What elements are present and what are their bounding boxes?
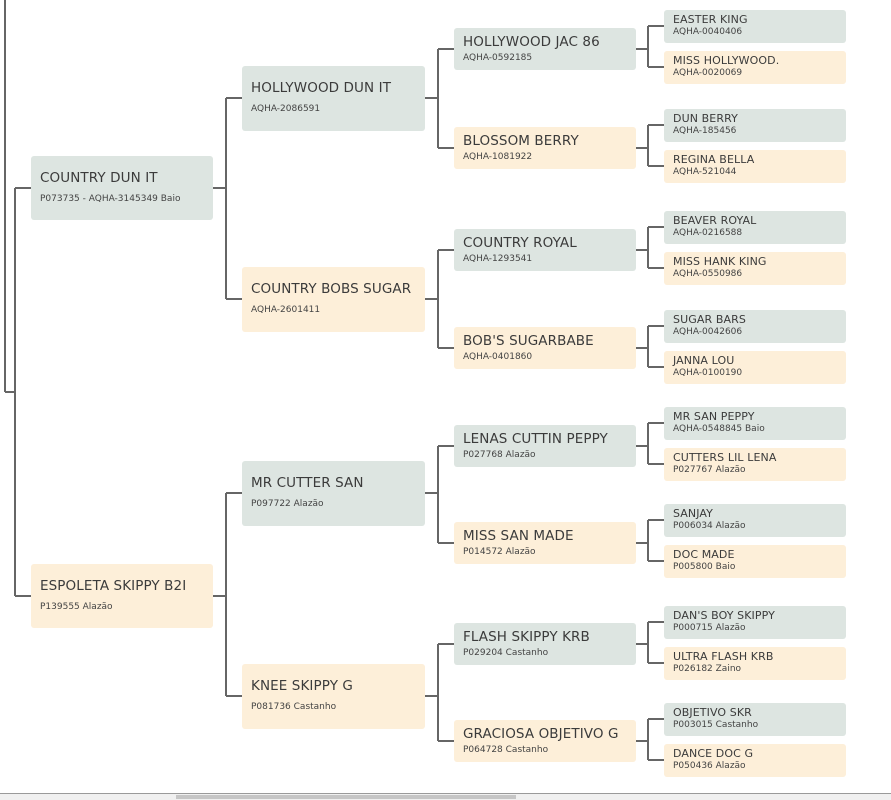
horse-registration: P003015 Castanho xyxy=(673,719,759,730)
horse-name: DANCE DOC G xyxy=(673,746,754,760)
horse-name: SANJAY xyxy=(673,506,713,520)
horse-registration: AQHA-0216588 xyxy=(673,227,743,238)
horse-card-sire-sire-sire-dam[interactable]: MISS HOLLYWOOD.AQHA-0020069 xyxy=(664,50,846,84)
scrollbar-thumb[interactable] xyxy=(176,795,516,799)
horse-registration: AQHA-0592185 xyxy=(463,53,533,63)
horse-name: JANNA LOU xyxy=(673,353,735,367)
horse-name: BOB'S SUGARBABE xyxy=(463,333,594,349)
horse-registration: P000715 Alazão xyxy=(673,622,746,633)
horse-registration: AQHA-0042606 xyxy=(673,326,743,337)
horse-name: REGINA BELLA xyxy=(673,152,755,166)
horse-registration: P006034 Alazão xyxy=(673,520,746,531)
horse-registration: P050436 Alazão xyxy=(673,760,746,771)
horse-registration: P073735 - AQHA-3145349 Baio xyxy=(40,194,181,204)
horse-card-dam-dam-dam[interactable]: GRACIOSA OBJETIVO G P064728 Castanho xyxy=(454,720,636,762)
horse-card-dam-sire-sire[interactable]: LENAS CUTTIN PEPPY P027768 Alazão xyxy=(454,425,636,467)
horse-registration: AQHA-0550986 xyxy=(673,268,743,279)
horse-registration: P014572 Alazão xyxy=(463,547,536,557)
horse-name: LENAS CUTTIN PEPPY xyxy=(463,431,608,447)
horse-name: CUTTERS LIL LENA xyxy=(673,450,777,464)
horse-registration: P029204 Castanho xyxy=(463,648,549,658)
horse-card-sire-sire-dam[interactable]: BLOSSOM BERRY AQHA-1081922 xyxy=(454,127,636,169)
horse-registration: AQHA-521044 xyxy=(673,166,737,177)
horse-card-dam-dam-sire[interactable]: FLASH SKIPPY KRB P029204 Castanho xyxy=(454,623,636,665)
horse-registration: AQHA-2086591 xyxy=(251,103,321,114)
horse-name: HOLLYWOOD DUN IT xyxy=(251,79,392,96)
horse-card-sire-dam-dam[interactable]: BOB'S SUGARBABE AQHA-0401860 xyxy=(454,327,636,369)
horse-registration: AQHA-185456 xyxy=(673,125,737,136)
horse-name: KNEE SKIPPY G xyxy=(251,677,353,694)
horse-registration: P064728 Castanho xyxy=(463,745,549,755)
horse-registration: P081736 Castanho xyxy=(251,701,337,712)
horse-registration: P027767 Alazão xyxy=(673,464,746,475)
horse-card-sire[interactable]: COUNTRY DUN IT P073735 - AQHA-3145349 Bai… xyxy=(31,156,213,220)
horse-registration: AQHA-0020069 xyxy=(673,67,743,78)
horizontal-scrollbar[interactable] xyxy=(0,793,891,800)
horse-registration: AQHA-0100190 xyxy=(673,367,743,378)
horse-name: EASTER KING xyxy=(673,12,748,26)
horse-name: FLASH SKIPPY KRB xyxy=(463,629,590,645)
horse-registration: P005800 Baio xyxy=(673,561,736,572)
horse-name: BLOSSOM BERRY xyxy=(463,133,579,149)
horse-name: COUNTRY BOBS SUGAR xyxy=(251,280,412,297)
horse-card-dam-dam[interactable]: KNEE SKIPPY G P081736 Castanho xyxy=(242,663,425,729)
horse-name: ESPOLETA SKIPPY B2I xyxy=(40,578,187,594)
horse-registration: AQHA-2601411 xyxy=(251,304,321,315)
horse-name: DAN'S BOY SKIPPY xyxy=(673,608,775,622)
horse-registration: AQHA-0040406 xyxy=(673,26,743,37)
horse-registration: AQHA-1293541 xyxy=(463,254,533,264)
horse-name: OBJETIVO SKR xyxy=(673,705,752,719)
horse-registration: AQHA-0548845 Baio xyxy=(673,423,765,434)
horse-registration: AQHA-0401860 xyxy=(463,352,533,362)
horse-registration: P097722 Alazão xyxy=(251,498,324,509)
horse-card-sire-dam[interactable]: COUNTRY BOBS SUGAR AQHA-2601411 xyxy=(242,266,425,332)
horse-name: HOLLYWOOD JAC 86 xyxy=(463,34,600,50)
horse-name: ULTRA FLASH KRB xyxy=(673,649,774,663)
horse-card-sire-sire-sire[interactable]: HOLLYWOOD JAC 86 AQHA-0592185 xyxy=(454,28,636,70)
horse-registration: P139555 Alazão xyxy=(40,602,113,612)
horse-card-sire-sire[interactable]: HOLLYWOOD DUN IT AQHA-2086591 xyxy=(242,65,425,131)
horse-name: MISS SAN MADE xyxy=(463,528,574,544)
horse-registration: AQHA-1081922 xyxy=(463,152,533,162)
horse-registration: P027768 Alazão xyxy=(463,450,536,460)
horse-card-sire-dam-sire[interactable]: COUNTRY ROYAL AQHA-1293541 xyxy=(454,229,636,271)
horse-card-dam[interactable]: ESPOLETA SKIPPY B2I P139555 Alazão xyxy=(31,564,213,628)
horse-name: SUGAR BARS xyxy=(673,312,746,326)
horse-name: MISS HOLLYWOOD. xyxy=(673,53,780,67)
horse-name: COUNTRY ROYAL xyxy=(463,235,577,251)
horse-card-dam-sire[interactable]: MR CUTTER SAN P097722 Alazão xyxy=(242,460,425,526)
horse-name: MR CUTTER SAN xyxy=(251,474,364,491)
horse-registration: P026182 Zaino xyxy=(673,663,742,674)
horse-name: MISS HANK KING xyxy=(673,254,767,268)
horse-name: GRACIOSA OBJETIVO G xyxy=(463,726,619,742)
horse-card-dam-sire-dam[interactable]: MISS SAN MADE P014572 Alazão xyxy=(454,522,636,564)
horse-name: BEAVER ROYAL xyxy=(673,213,757,227)
horse-name: DUN BERRY xyxy=(673,111,738,125)
horse-name: MR SAN PEPPY xyxy=(673,409,755,423)
horse-name: COUNTRY DUN IT xyxy=(40,170,158,186)
horse-name: DOC MADE xyxy=(673,547,735,561)
